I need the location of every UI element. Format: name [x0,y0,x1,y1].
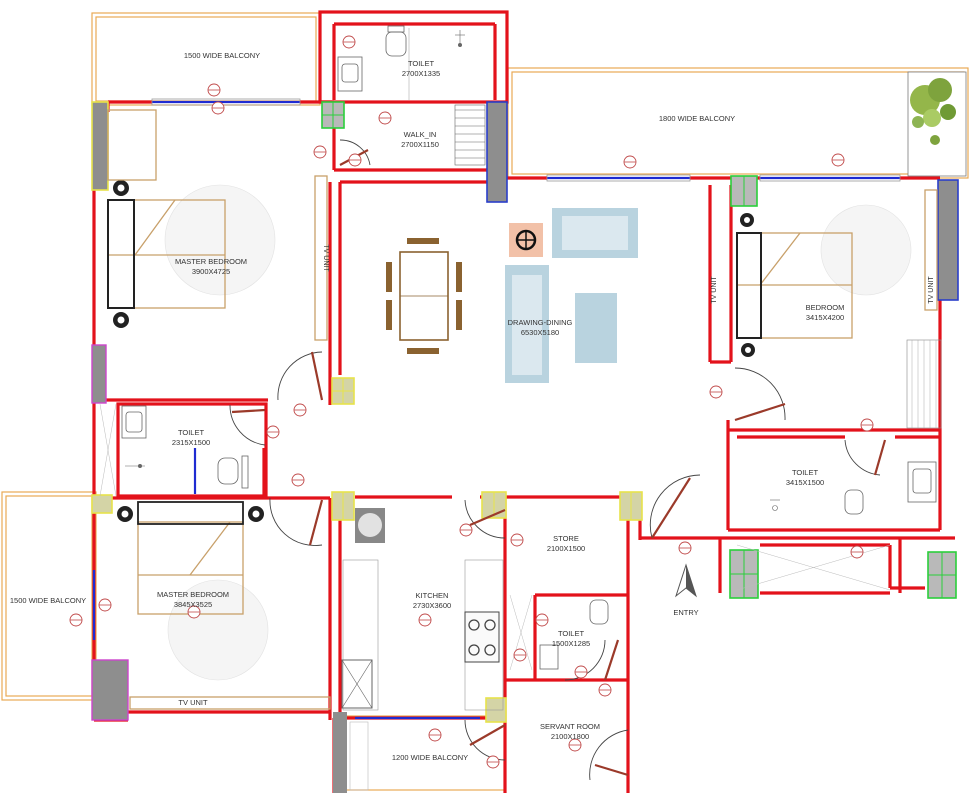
master-bed-2-size: 3845X3525 [174,600,212,609]
toilet-top-name: TOILET [408,59,435,68]
reference-tags [69,35,874,769]
toilet-small-name: TOILET [558,629,585,638]
ref-tag-icon [850,545,864,559]
ref-tag-icon [568,738,582,752]
toilet-small-size: 1500X1285 [552,639,590,648]
servant-room-size: 2100X1800 [551,732,589,741]
walls [92,10,955,793]
doors [229,139,887,781]
ref-tag-icon [428,728,442,742]
small-toilet-fixtures [349,594,609,791]
drawing-dining-size: 6530X5180 [521,328,559,337]
kitchen-name: KITCHEN [416,591,449,600]
glazing [92,98,901,720]
ref-tag-icon [348,153,362,167]
ref-tag-icon [342,35,356,49]
toilet-right-size: 3415X1500 [786,478,824,487]
entry-arrow-icon [675,563,697,598]
ref-tag-icon [831,153,845,167]
ref-tag-icon [207,83,221,97]
ref-tag-icon [313,145,327,159]
ref-tag-icon [187,605,201,619]
ref-tag-icon [98,598,112,612]
kitchen-fixtures [341,508,504,711]
dining-table [386,238,462,354]
ref-tag-icon [459,523,473,537]
ref-tag-icon [418,613,432,627]
ref-tag-icon [69,613,83,627]
entry-label: ENTRY [673,608,698,617]
master-bed-1-name: MASTER BEDROOM [175,257,247,266]
ref-tag-icon [266,425,280,439]
ref-tag-icon [574,665,588,679]
balcony-top-right-label: 1800 WIDE BALCONY [659,114,735,123]
toilet-top-fixtures [337,25,486,166]
store-size: 2100X1500 [547,544,585,553]
ref-tag-icon [211,101,225,115]
bedroom-size: 3415X4200 [806,313,844,322]
toilet-left-name: TOILET [178,428,205,437]
ref-tag-icon [860,418,874,432]
servant-room-name: SERVANT ROOM [540,722,600,731]
living-sofas [505,208,638,383]
store-name: STORE [553,534,579,543]
balcony-top-left-label: 1500 WIDE BALCONY [184,51,260,60]
master-bed-1-furniture [107,109,328,341]
ref-tag-icon [486,755,500,769]
ref-tag-icon [293,403,307,417]
ref-tag-icon [598,683,612,697]
bedroom-right-furniture [736,189,942,429]
toilet-top-size: 2700X1335 [402,69,440,78]
tv-unit-bottom-label: TV UNIT [178,698,208,707]
ref-tag-icon [378,111,392,125]
drawing-dining-name: DRAWING-DINING [508,318,573,327]
balcony-bottom-label: 1200 WIDE BALCONY [392,753,468,762]
tv-unit-right-label: TV UNIT [928,276,935,304]
walkin-size: 2700X1150 [401,140,439,149]
planter [907,71,967,177]
ref-tag-icon [678,541,692,555]
ref-tag-icon [623,155,637,169]
tv-unit-left-label: TV UNIT [322,244,329,272]
toilet-right-name: TOILET [792,468,819,477]
ref-tag-icon [709,385,723,399]
toilet-left-size: 2315X1500 [172,438,210,447]
ref-tag-icon [513,648,527,662]
master-bed-1-size: 3900X4725 [192,267,230,276]
toilet-right-fixtures [736,461,937,591]
master-bed-2-furniture [117,501,331,710]
master-bed-2-name: MASTER BEDROOM [157,590,229,599]
toilet-left-fixtures [99,403,249,497]
columns [91,101,959,793]
bedroom-name: BEDROOM [806,303,845,312]
balcony-left-label: 1500 WIDE BALCONY [10,596,86,605]
room-labels: 1500 WIDE BALCONY 1800 WIDE BALCONY 1500… [10,51,935,762]
ref-tag-icon [510,533,524,547]
walkin-name: WALK_IN [404,130,437,139]
ref-tag-icon [535,613,549,627]
ref-tag-icon [291,473,305,487]
kitchen-size: 2730X3600 [413,601,451,610]
tv-unit-mid-label: TV UNIT [711,276,718,304]
